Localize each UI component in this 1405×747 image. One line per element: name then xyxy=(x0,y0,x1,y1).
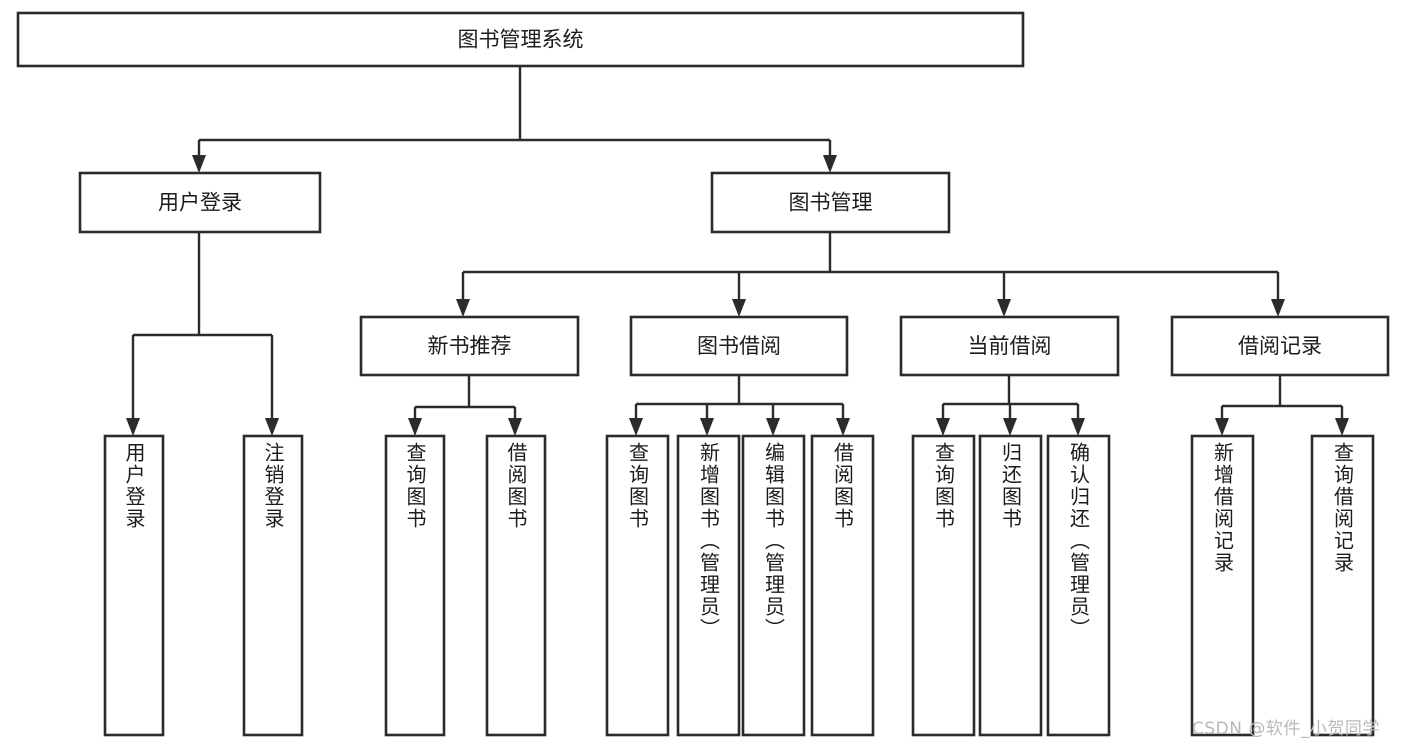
arrow-root-1 xyxy=(823,155,837,173)
node-label-new-book-recommend: 新书推荐 xyxy=(428,334,512,358)
node-label-root: 图书管理系统 xyxy=(458,28,584,52)
node-leaf-borrow-book-1[interactable] xyxy=(485,434,547,737)
arrow-root-0 xyxy=(192,155,206,173)
arrow-book-manage-0 xyxy=(456,299,470,317)
node-leaf-logout[interactable] xyxy=(242,434,304,737)
node-leaf-query-book-2[interactable] xyxy=(605,434,670,737)
watermark-text: CSDN @软件_小贺同学 xyxy=(1192,719,1380,739)
node-box-rect xyxy=(1310,434,1375,737)
node-box-rect xyxy=(741,434,806,737)
arrow-book-borrow-2 xyxy=(766,418,780,436)
arrow-book-borrow-0 xyxy=(629,418,643,436)
arrow-current-borrow-0 xyxy=(936,418,950,436)
node-borrow-record[interactable] xyxy=(1170,315,1390,377)
arrow-book-borrow-1 xyxy=(700,418,714,436)
arrow-book-manage-1 xyxy=(732,299,746,317)
node-box-rect xyxy=(1170,315,1390,377)
arrow-book-manage-2 xyxy=(997,299,1011,317)
node-label-user-login: 用户登录 xyxy=(158,191,242,215)
node-box-rect xyxy=(605,434,670,737)
node-leaf-query-book-3[interactable] xyxy=(911,434,976,737)
node-box-rect xyxy=(485,434,547,737)
node-label-current-borrow: 当前借阅 xyxy=(968,334,1052,358)
arrow-new-book-recommend-0 xyxy=(408,418,422,436)
arrow-user-login-1 xyxy=(265,418,279,436)
arrow-new-book-recommend-1 xyxy=(508,418,522,436)
node-label-borrow-record: 借阅记录 xyxy=(1238,334,1322,358)
node-root[interactable] xyxy=(16,11,1025,68)
node-leaf-add-book[interactable] xyxy=(676,434,741,737)
edges-layer xyxy=(126,66,1349,436)
node-user-login[interactable] xyxy=(78,171,322,234)
node-current-borrow[interactable] xyxy=(899,315,1120,377)
node-box-rect xyxy=(16,11,1025,68)
arrow-user-login-0 xyxy=(126,418,140,436)
arrow-current-borrow-1 xyxy=(1003,418,1017,436)
node-box-rect xyxy=(629,315,849,377)
node-leaf-query-book-1[interactable] xyxy=(384,434,446,737)
arrow-book-borrow-3 xyxy=(836,418,850,436)
node-box-rect xyxy=(899,315,1120,377)
node-leaf-edit-book[interactable] xyxy=(741,434,806,737)
node-leaf-confirm-return[interactable] xyxy=(1046,434,1111,737)
node-box-rect xyxy=(242,434,304,737)
node-box-rect xyxy=(359,315,580,377)
arrow-borrow-record-0 xyxy=(1215,418,1229,436)
arrow-borrow-record-1 xyxy=(1335,418,1349,436)
node-new-book-recommend[interactable] xyxy=(359,315,580,377)
node-box-rect xyxy=(1190,434,1255,737)
node-label-book-borrow: 图书借阅 xyxy=(697,334,781,358)
arrow-current-borrow-2 xyxy=(1071,418,1085,436)
node-box-rect xyxy=(78,171,322,234)
arrow-book-manage-3 xyxy=(1271,299,1285,317)
node-box-rect xyxy=(710,171,951,234)
node-box-rect xyxy=(1046,434,1111,737)
node-book-manage[interactable] xyxy=(710,171,951,234)
node-book-borrow[interactable] xyxy=(629,315,849,377)
node-box-rect xyxy=(384,434,446,737)
boxes-layer xyxy=(16,11,1390,737)
node-box-rect xyxy=(676,434,741,737)
node-leaf-add-record[interactable] xyxy=(1190,434,1255,737)
node-box-rect xyxy=(103,434,165,737)
node-box-rect xyxy=(810,434,875,737)
node-leaf-query-record[interactable] xyxy=(1310,434,1375,737)
node-leaf-user-login[interactable] xyxy=(103,434,165,737)
node-box-rect xyxy=(978,434,1043,737)
node-box-rect xyxy=(911,434,976,737)
node-leaf-borrow-book-2[interactable] xyxy=(810,434,875,737)
node-label-book-manage: 图书管理 xyxy=(789,191,873,215)
node-leaf-return-book[interactable] xyxy=(978,434,1043,737)
